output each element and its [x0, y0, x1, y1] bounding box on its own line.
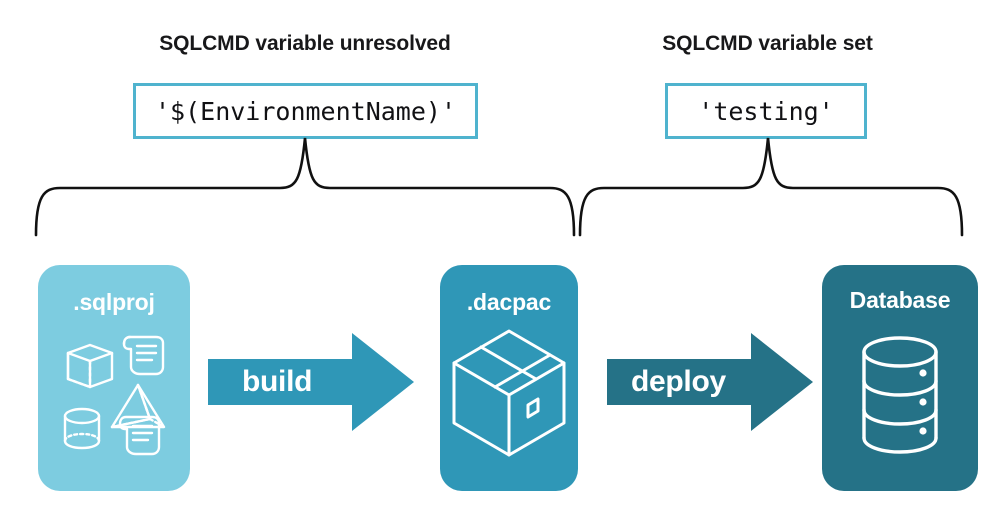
code-value-set: 'testing' [665, 83, 867, 139]
flow-node-dacpac-label: .dacpac [466, 289, 552, 315]
brace-left-icon [34, 137, 576, 237]
cube-icon [66, 343, 114, 389]
script-scroll-icon [122, 335, 165, 376]
cylinder-icon [63, 407, 101, 450]
flow-node-sqlproj-label: .sqlproj [73, 289, 155, 315]
section-heading-unresolved: SQLCMD variable unresolved [159, 32, 451, 55]
database-cylinder-icon [862, 336, 938, 454]
flow-node-database[interactable]: Database [822, 265, 978, 491]
brace-right-icon [578, 137, 964, 237]
flow-node-database-label: Database [849, 287, 951, 313]
flow-node-dacpac[interactable]: .dacpac [440, 265, 578, 491]
package-box-icon [452, 329, 566, 457]
flow-node-sqlproj[interactable]: .sqlproj [38, 265, 190, 491]
code-value-unresolved: '$(EnvironmentName)' [133, 83, 478, 139]
brace-connectors [34, 137, 964, 237]
script-scroll-icon [118, 415, 161, 456]
arrow-deploy: deploy [607, 333, 813, 431]
arrow-build-shape [208, 333, 414, 431]
arrow-deploy-shape [607, 333, 813, 431]
section-heading-set: SQLCMD variable set [662, 32, 873, 55]
sqlproj-artifacts-group [63, 335, 166, 456]
arrow-build: build [208, 333, 414, 431]
